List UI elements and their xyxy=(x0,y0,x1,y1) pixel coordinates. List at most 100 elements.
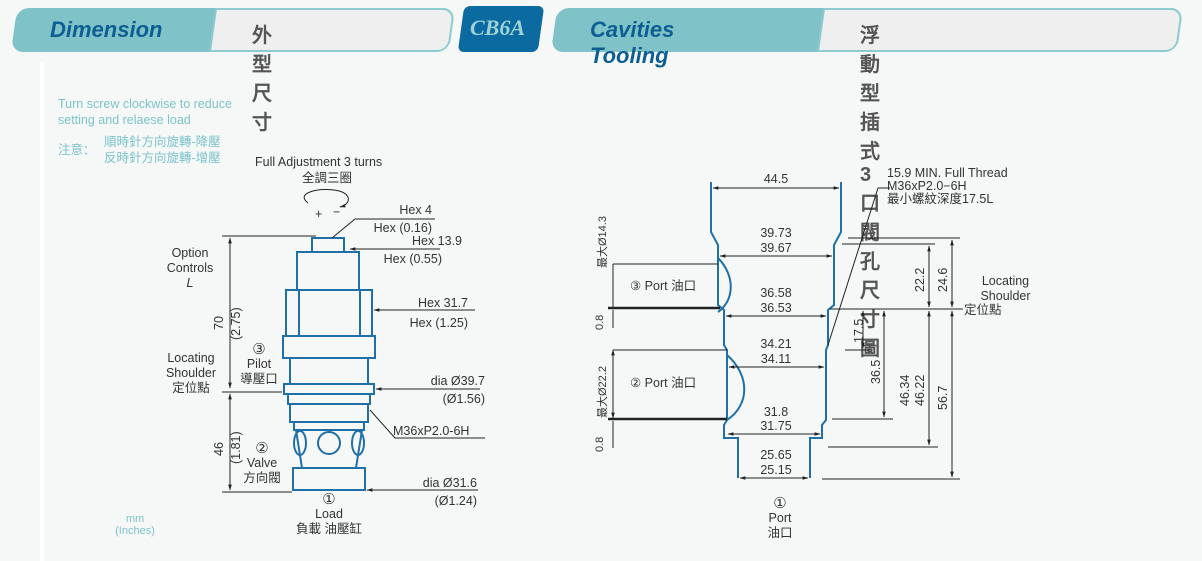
full-adjustment-label: Full Adjustment 3 turns xyxy=(255,155,383,169)
port3-arc xyxy=(717,257,732,313)
dim-70-inch: (2.75) xyxy=(229,307,243,340)
dim-46-34: 46.34 xyxy=(898,374,912,406)
port1-number: ① xyxy=(773,495,787,512)
shoulder-line: 定位點 xyxy=(172,381,210,395)
dim-36-5: 36.5 xyxy=(869,359,883,384)
dim-39-67: 39.67 xyxy=(760,241,792,255)
valve-zh: 方向閥 xyxy=(243,471,281,485)
full-adjustment-zh: 全調三圈 xyxy=(302,171,353,185)
minus-sign: − xyxy=(333,205,341,219)
hex317-inch-label: Hex (1.25) xyxy=(409,316,468,330)
model-badge: CB6A xyxy=(470,15,526,40)
option-line: Option xyxy=(171,246,209,260)
locating-shoulder-label: Locating Shoulder 定位點 xyxy=(156,351,226,396)
option-controls-label: Option Controls L xyxy=(155,246,225,291)
cartridge-outline xyxy=(282,237,376,491)
note-zh-label: 注意： xyxy=(58,143,96,157)
dim-24-6: 24.6 xyxy=(936,267,950,292)
thread-note-line: 最小螺紋深度17.5L xyxy=(887,192,994,206)
load-number: ① xyxy=(322,491,336,508)
pilot-en: Pilot xyxy=(246,357,272,371)
port1-zh: 油口 xyxy=(767,526,793,540)
port2-arc xyxy=(726,354,746,421)
dim-31-75: 31.75 xyxy=(760,419,792,433)
dim-31-8: 31.8 xyxy=(763,405,789,419)
adjust-note-en: Turn screw clockwise to reduce setting a… xyxy=(58,96,232,128)
port2-label: ② Port 油口 xyxy=(630,376,697,390)
cavity-dimension-lines xyxy=(608,186,963,480)
dim-0-8-upper: 0.8 xyxy=(594,314,606,330)
thread-spec-label: M36xP2.0-6H xyxy=(393,424,470,438)
dim-70: 70 xyxy=(212,316,226,330)
thread-note-line: M36xP2.0−6H xyxy=(887,179,967,193)
valve-number: ② xyxy=(255,440,269,457)
option-line: L xyxy=(186,276,194,290)
note-line: setting and relaese load xyxy=(58,113,191,127)
port3-label: ③ Port 油口 xyxy=(630,279,697,293)
shoulder-line: Locating xyxy=(981,274,1030,288)
option-line: Controls xyxy=(166,261,214,275)
dia316-inch-label: (Ø1.24) xyxy=(434,494,477,508)
port-hole xyxy=(351,430,365,456)
note-line: 順時針方向旋轉-降壓 xyxy=(104,135,221,149)
dim-39-73: 39.73 xyxy=(760,226,792,240)
max-dia-14-3: 最大Ø14.3 xyxy=(597,216,609,268)
dim-44-5: 44.5 xyxy=(763,172,789,186)
dim-0-8-lower: 0.8 xyxy=(594,436,606,452)
hex4-inch-label: Hex (0.16) xyxy=(373,221,432,235)
units-mm: mm xyxy=(125,513,145,525)
dim-34-21: 34.21 xyxy=(760,337,792,351)
dim-46-22: 46.22 xyxy=(913,374,927,406)
upper-flange xyxy=(282,335,376,359)
load-port-label: ① Load 負載 油壓缸 xyxy=(279,492,379,537)
hex317-label: Hex 31.7 xyxy=(417,296,468,310)
note-line: 反時針方向旋轉-增壓 xyxy=(104,151,221,165)
dim-22-2: 22.2 xyxy=(913,267,927,292)
load-zh: 負載 油壓缸 xyxy=(296,522,362,536)
thread-section xyxy=(289,403,369,423)
shoulder-line: Locating xyxy=(167,351,215,365)
port1-label: ① Port 油口 xyxy=(750,496,810,541)
valve-en: Valve xyxy=(246,456,278,470)
dia397-label: dia Ø39.7 xyxy=(430,374,485,388)
note-line: Turn screw clockwise to reduce xyxy=(58,97,232,111)
hex4-label: Hex 4 xyxy=(399,203,432,217)
load-en: Load xyxy=(315,507,343,521)
shoulder-line: Shoulder xyxy=(165,366,217,380)
pilot-zh: 導壓口 xyxy=(240,372,278,386)
locating-shoulder-ring xyxy=(283,383,375,395)
dim-56-7: 56.7 xyxy=(936,385,950,410)
left-dimension-lines xyxy=(222,189,485,493)
pilot-number: ③ xyxy=(252,341,266,358)
valve-port-label: ② Valve 方向閥 xyxy=(236,441,288,486)
max-dia-22-2: 最大Ø22.2 xyxy=(597,366,609,418)
cavity-title: Cavities Tooling xyxy=(590,17,675,68)
hex139-inch-label: Hex (0.55) xyxy=(383,252,442,266)
dim-46: 46 xyxy=(212,442,226,456)
cavity-shoulder-zh: 定位點 xyxy=(964,303,1002,317)
adjust-screw-hex xyxy=(311,237,345,253)
dimension-title: Dimension xyxy=(50,17,163,42)
port-hole xyxy=(293,430,307,456)
units-label: mm (Inches) xyxy=(105,513,165,537)
dim-34-11: 34.11 xyxy=(760,352,792,366)
shoulder-line: Shoulder xyxy=(980,289,1031,303)
dim-17-5: 17.5 xyxy=(852,318,866,343)
dia397-inch-label: (Ø1.56) xyxy=(442,392,485,406)
dim-36-58: 36.58 xyxy=(760,286,792,300)
dimension-subtitle: 外型尺寸 xyxy=(252,25,273,134)
thread-note-line: 15.9 MIN. Full Thread xyxy=(887,166,1008,180)
dim-25-15: 25.15 xyxy=(760,463,792,477)
units-inches: (Inches) xyxy=(115,525,155,537)
margin-strip xyxy=(40,62,44,561)
bottom-ring xyxy=(292,467,366,491)
plus-sign: + xyxy=(315,207,323,221)
hex139-label: Hex 13.9 xyxy=(411,234,462,248)
thread-note: 15.9 MIN. Full Thread M36xP2.0−6H 最小螺紋深度… xyxy=(887,167,1008,206)
adjust-note-zh: 順時針方向旋轉-降壓 反時針方向旋轉-增壓 xyxy=(104,134,221,166)
dia316-label: dia Ø31.6 xyxy=(422,476,477,490)
cap-body xyxy=(296,251,360,291)
port1-en: Port xyxy=(768,511,792,525)
upper-stem xyxy=(289,357,369,385)
